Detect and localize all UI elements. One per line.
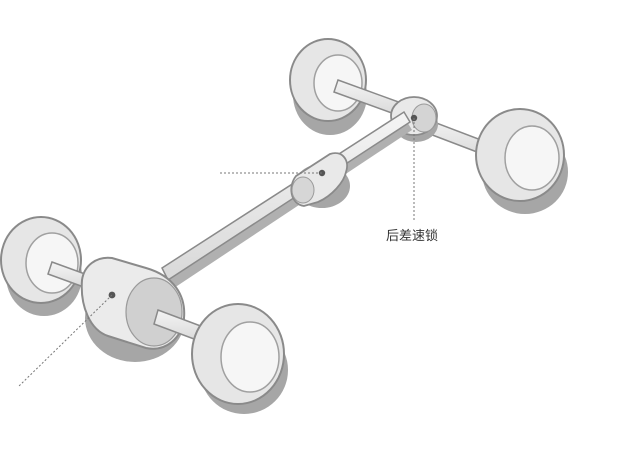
center-coupling bbox=[290, 152, 350, 208]
front-left-wheel bbox=[0, 216, 82, 316]
rear-axle bbox=[289, 38, 568, 214]
rear-right-wheel bbox=[475, 108, 568, 214]
front-diff-leader bbox=[17, 294, 113, 388]
front-axle bbox=[0, 216, 288, 414]
rear-diff-lock-label: 后差速锁 bbox=[386, 229, 439, 244]
drive-shaft bbox=[161, 110, 412, 288]
front-right-wheel bbox=[191, 303, 288, 414]
leader-lines bbox=[17, 118, 415, 388]
